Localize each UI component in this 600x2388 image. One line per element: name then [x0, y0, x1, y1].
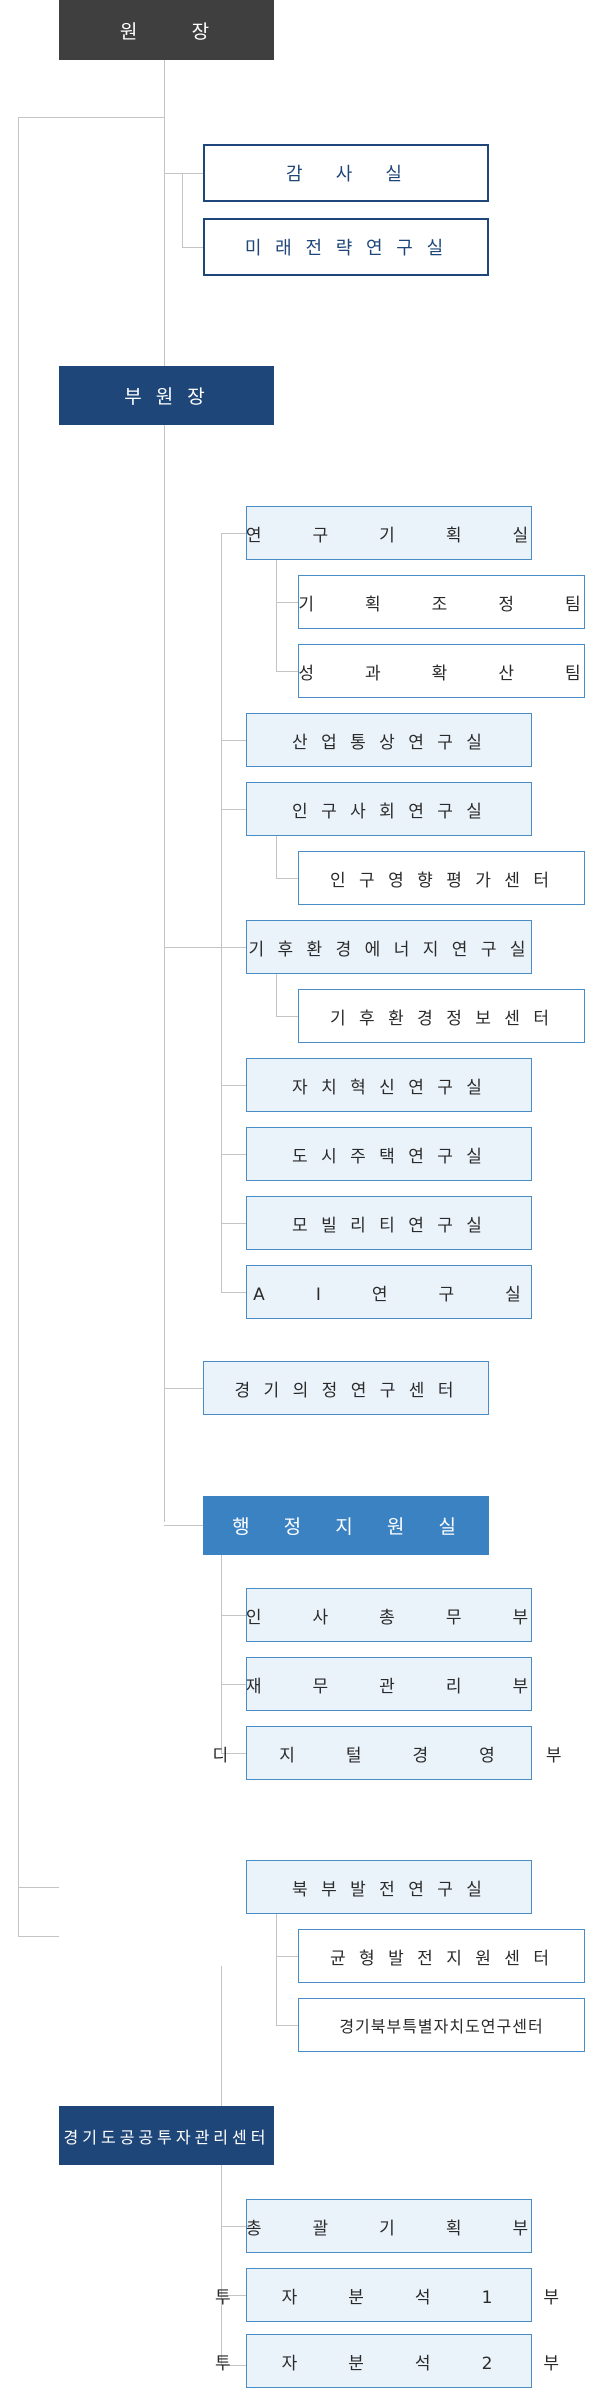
- connector-line: [221, 533, 222, 1293]
- public-investment-center-box: 경기도공공투자관리센터: [59, 2106, 274, 2165]
- planning-team-box: 기 획 조 정 팀: [298, 575, 585, 629]
- general-planning-box: 총 괄 기 획 부: [246, 2199, 532, 2253]
- north-special-research-label: 경기북부특별자치도연구센터: [339, 2017, 544, 2036]
- admin-support-label: 행 정 지 원 실: [232, 1516, 460, 1538]
- north-development-label: 북 부 발 전 연 구 실: [292, 1879, 486, 1900]
- connector-line: [221, 2365, 246, 2366]
- connector-line: [221, 1966, 222, 2366]
- connector-line: [276, 1914, 277, 2026]
- connector-line: [18, 1887, 59, 1888]
- connector-line: [221, 1085, 246, 1086]
- vice-director-box: 부 원 장: [59, 366, 274, 425]
- connector-line: [164, 60, 165, 1522]
- connector-line: [221, 809, 246, 810]
- audit-office-box: 감 사 실: [203, 144, 489, 202]
- population-society-label: 인 구 사 회 연 구 실: [292, 801, 486, 822]
- north-development-box: 북 부 발 전 연 구 실: [246, 1860, 532, 1914]
- climate-info-center-box: 기 후 환 경 정 보 센 터: [298, 989, 585, 1043]
- general-planning-label: 총 괄 기 획 부: [245, 2218, 533, 2239]
- performance-team-label: 성 과 확 산 팀: [298, 663, 585, 684]
- future-strategy-box: 미 래 전 략 연 구 실: [203, 218, 489, 276]
- vice-director-label: 부 원 장: [124, 386, 209, 408]
- council-research-center-box: 경 기 의 정 연 구 센 터: [203, 1361, 489, 1415]
- future-strategy-label: 미 래 전 략 연 구 실: [244, 238, 448, 259]
- connector-line: [221, 740, 246, 741]
- connector-line: [221, 1292, 246, 1293]
- investment-analysis-1-label: 투 자 분 석 1 부: [214, 2287, 564, 2308]
- industry-trade-label: 산 업 통 상 연 구 실: [292, 732, 486, 753]
- connector-line: [276, 671, 298, 672]
- investment-analysis-2-label: 투 자 분 석 2 부: [214, 2353, 564, 2374]
- admin-support-box: 행 정 지 원 실: [203, 1496, 489, 1555]
- balanced-development-center-label: 균 형 발 전 지 원 센 터: [330, 1948, 553, 1969]
- connector-line: [164, 947, 246, 948]
- connector-line: [276, 1016, 298, 1017]
- connector-line: [18, 117, 165, 118]
- mobility-label: 모 빌 리 티 연 구 실: [292, 1215, 486, 1236]
- connector-line: [164, 1388, 203, 1389]
- director-label: 원 장: [119, 20, 214, 43]
- investment-analysis-1-box: 투 자 분 석 1 부: [215, 2268, 559, 2322]
- connector-line: [276, 1956, 298, 1957]
- digital-management-box: 디 지 털 경 영 부: [213, 1726, 561, 1780]
- public-investment-center-label: 경기도공공투자관리센터: [63, 2127, 270, 2147]
- population-impact-center-box: 인 구 영 향 평 가 센 터: [298, 851, 585, 905]
- council-research-center-label: 경 기 의 정 연 구 센 터: [234, 1380, 458, 1401]
- urban-housing-box: 도 시 주 택 연 구 실: [246, 1127, 532, 1181]
- connector-line: [221, 1154, 246, 1155]
- balanced-development-center-box: 균 형 발 전 지 원 센 터: [298, 1929, 585, 1983]
- research-planning-box: 연 구 기 획 실: [246, 506, 532, 560]
- connector-line: [276, 602, 298, 603]
- connector-line: [221, 1223, 246, 1224]
- connector-line: [221, 1753, 246, 1754]
- connector-line: [18, 1936, 59, 1937]
- connector-line: [221, 533, 246, 534]
- climate-energy-box: 기 후 환 경 에 너 지 연 구 실: [246, 920, 532, 974]
- connector-line: [164, 173, 182, 174]
- connector-line: [164, 1525, 203, 1526]
- planning-team-label: 기 획 조 정 팀: [298, 594, 585, 615]
- connector-line: [221, 1552, 222, 1754]
- connector-line: [276, 878, 298, 879]
- autonomy-innovation-label: 자 치 혁 신 연 구 실: [292, 1077, 486, 1098]
- connector-line: [18, 117, 19, 1936]
- digital-management-label: 디 지 털 경 영 부: [212, 1745, 566, 1766]
- connector-line: [182, 247, 203, 248]
- population-impact-center-label: 인 구 영 향 평 가 센 터: [330, 870, 553, 891]
- mobility-box: 모 빌 리 티 연 구 실: [246, 1196, 532, 1250]
- connector-line: [276, 836, 277, 879]
- finance-box: 재 무 관 리 부: [246, 1657, 532, 1711]
- industry-trade-box: 산 업 통 상 연 구 실: [246, 713, 532, 767]
- research-planning-label: 연 구 기 획 실: [245, 525, 533, 546]
- connector-line: [276, 560, 277, 671]
- climate-energy-label: 기 후 환 경 에 너 지 연 구 실: [248, 939, 530, 960]
- finance-label: 재 무 관 리 부: [245, 1676, 533, 1697]
- performance-team-box: 성 과 확 산 팀: [298, 644, 585, 698]
- connector-line: [182, 173, 203, 174]
- connector-line: [221, 2295, 246, 2296]
- ai-research-label: A I 연 구 실: [253, 1284, 525, 1305]
- connector-line: [276, 2025, 298, 2026]
- north-special-research-box: 경기북부특별자치도연구센터: [298, 1998, 585, 2052]
- urban-housing-label: 도 시 주 택 연 구 실: [292, 1146, 486, 1167]
- connector-line: [221, 2226, 246, 2227]
- connector-line: [221, 1615, 246, 1616]
- director-box: 원 장: [59, 0, 274, 60]
- audit-office-label: 감 사 실: [285, 164, 406, 185]
- autonomy-innovation-box: 자 치 혁 신 연 구 실: [246, 1058, 532, 1112]
- population-society-box: 인 구 사 회 연 구 실: [246, 782, 532, 836]
- hr-general-box: 인 사 총 무 부: [246, 1588, 532, 1642]
- connector-line: [221, 1684, 246, 1685]
- connector-line: [182, 173, 183, 247]
- hr-general-label: 인 사 총 무 부: [245, 1607, 533, 1628]
- climate-info-center-label: 기 후 환 경 정 보 센 터: [330, 1008, 553, 1029]
- ai-research-box: A I 연 구 실: [246, 1265, 532, 1319]
- connector-line: [276, 974, 277, 1017]
- investment-analysis-2-box: 투 자 분 석 2 부: [215, 2334, 559, 2388]
